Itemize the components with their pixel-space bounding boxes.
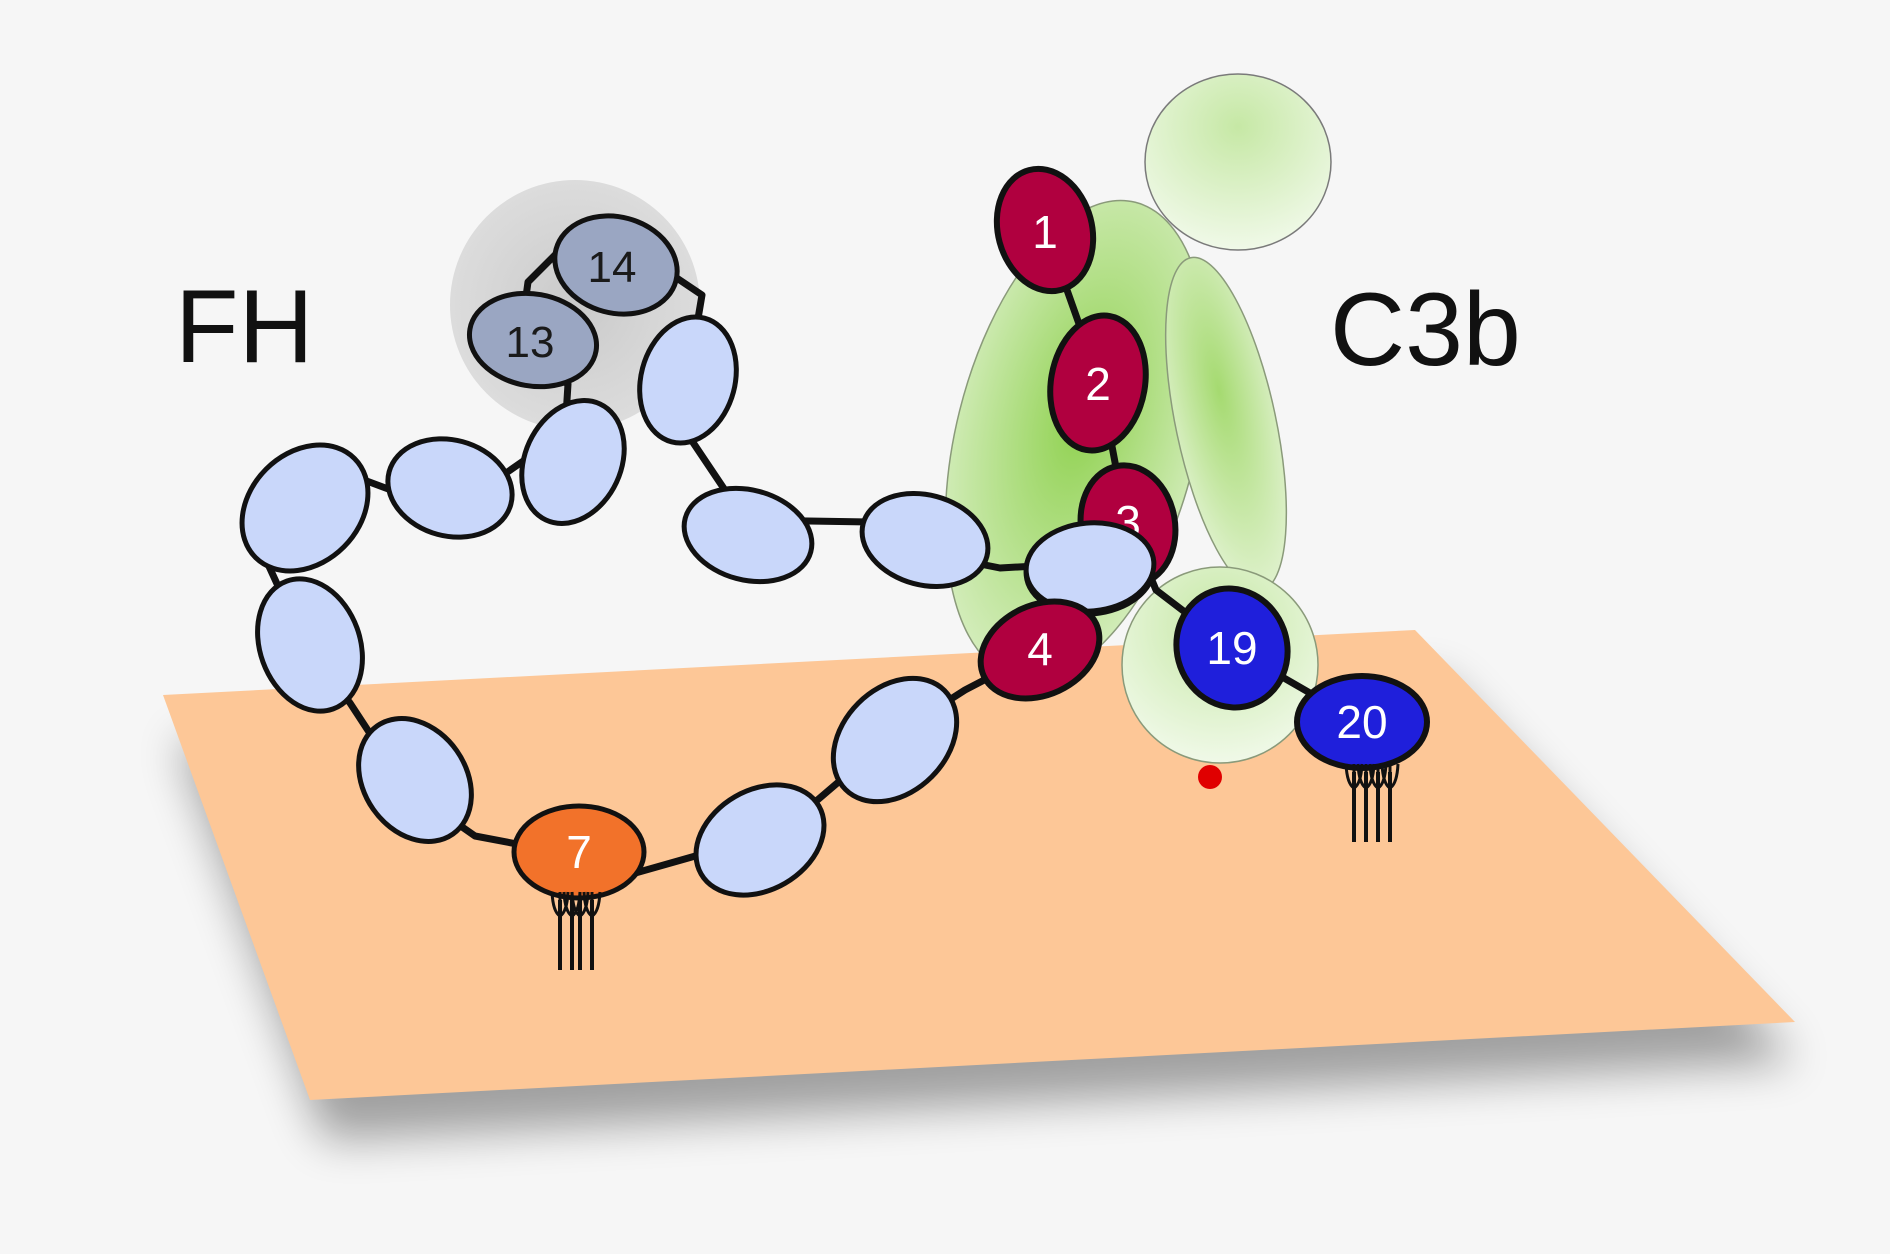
- reactive-site-dot: [1198, 765, 1222, 789]
- ccp13: 13: [466, 290, 600, 390]
- ccp-domain: [859, 490, 991, 590]
- ccp1-label: 1: [1032, 206, 1058, 258]
- ccp-domain: [239, 442, 371, 574]
- ccp14-label: 14: [588, 243, 637, 292]
- ccp19-label: 19: [1206, 622, 1257, 674]
- ccp19: 19: [1173, 585, 1291, 711]
- ccp-domain: [681, 485, 815, 585]
- ccp-domain: [356, 716, 474, 844]
- ccp-domain: [519, 398, 627, 526]
- ccp4-label: 4: [1027, 623, 1053, 675]
- ccp-domain: [830, 675, 960, 805]
- ccp4: 4: [977, 598, 1103, 702]
- ccp20: 20: [1294, 673, 1430, 771]
- ccp1: 1: [993, 165, 1097, 295]
- ccp14: 14: [552, 213, 680, 317]
- ccp13-label: 13: [506, 318, 555, 367]
- fh-label: FH: [175, 269, 314, 385]
- ccp-domain: [255, 576, 365, 714]
- ccp20-label: 20: [1336, 696, 1387, 748]
- cell-surface: [163, 630, 1795, 1140]
- ccp7-label: 7: [566, 826, 592, 878]
- ccp-domain: [693, 782, 827, 898]
- ccp2: 2: [1047, 312, 1149, 454]
- ccp-domain: [1023, 520, 1157, 614]
- ccp-domain: [637, 314, 739, 446]
- c3b-label: C3b: [1330, 272, 1521, 388]
- ccp2-label: 2: [1085, 358, 1111, 410]
- ccp7: 7: [511, 803, 647, 901]
- c3b-domain-top: [1144, 73, 1332, 251]
- ccp-domain: [385, 436, 515, 540]
